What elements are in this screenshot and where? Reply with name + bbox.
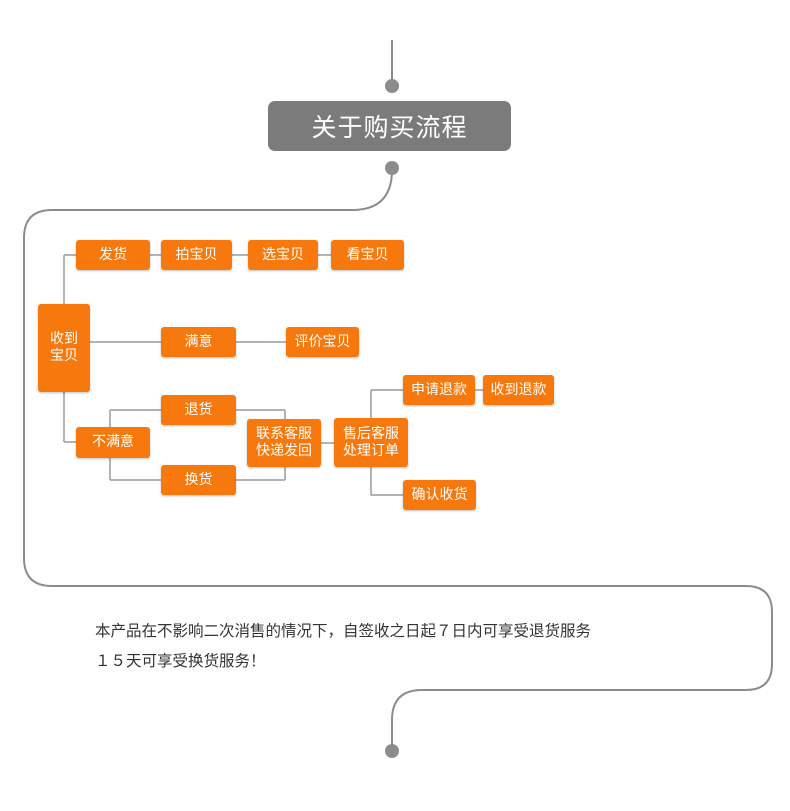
bottom-dot	[385, 744, 399, 758]
node-confirm: 确认收货	[403, 480, 476, 510]
node-return: 退货	[161, 395, 236, 425]
node-refund-receive: 收到退款	[483, 375, 554, 405]
top-dot	[385, 79, 399, 93]
node-bid: 拍宝贝	[161, 240, 232, 270]
node-view: 看宝贝	[331, 240, 404, 270]
node-select: 选宝贝	[248, 240, 318, 270]
upper-dot	[385, 161, 399, 175]
node-aftersales: 售后客服 处理订单	[334, 418, 408, 467]
node-receive: 收到 宝贝	[38, 304, 90, 392]
node-ship: 发货	[76, 240, 150, 270]
node-exchange: 换货	[161, 465, 236, 495]
node-satisfied: 满意	[161, 327, 236, 357]
policy-note-line2: １５天可享受换货服务！	[95, 652, 266, 670]
node-refund-apply: 申请退款	[403, 375, 475, 405]
node-unsatisfied: 不满意	[76, 427, 150, 458]
page-title: 关于购买流程	[268, 101, 511, 151]
node-review: 评价宝贝	[286, 327, 359, 357]
policy-note-line1: 本产品在不影响二次消售的情况下，自签收之日起７日内可享受退货服务	[95, 622, 592, 640]
outer-flow-path	[23, 169, 773, 745]
node-contact: 联系客服 快递发回	[247, 419, 321, 467]
